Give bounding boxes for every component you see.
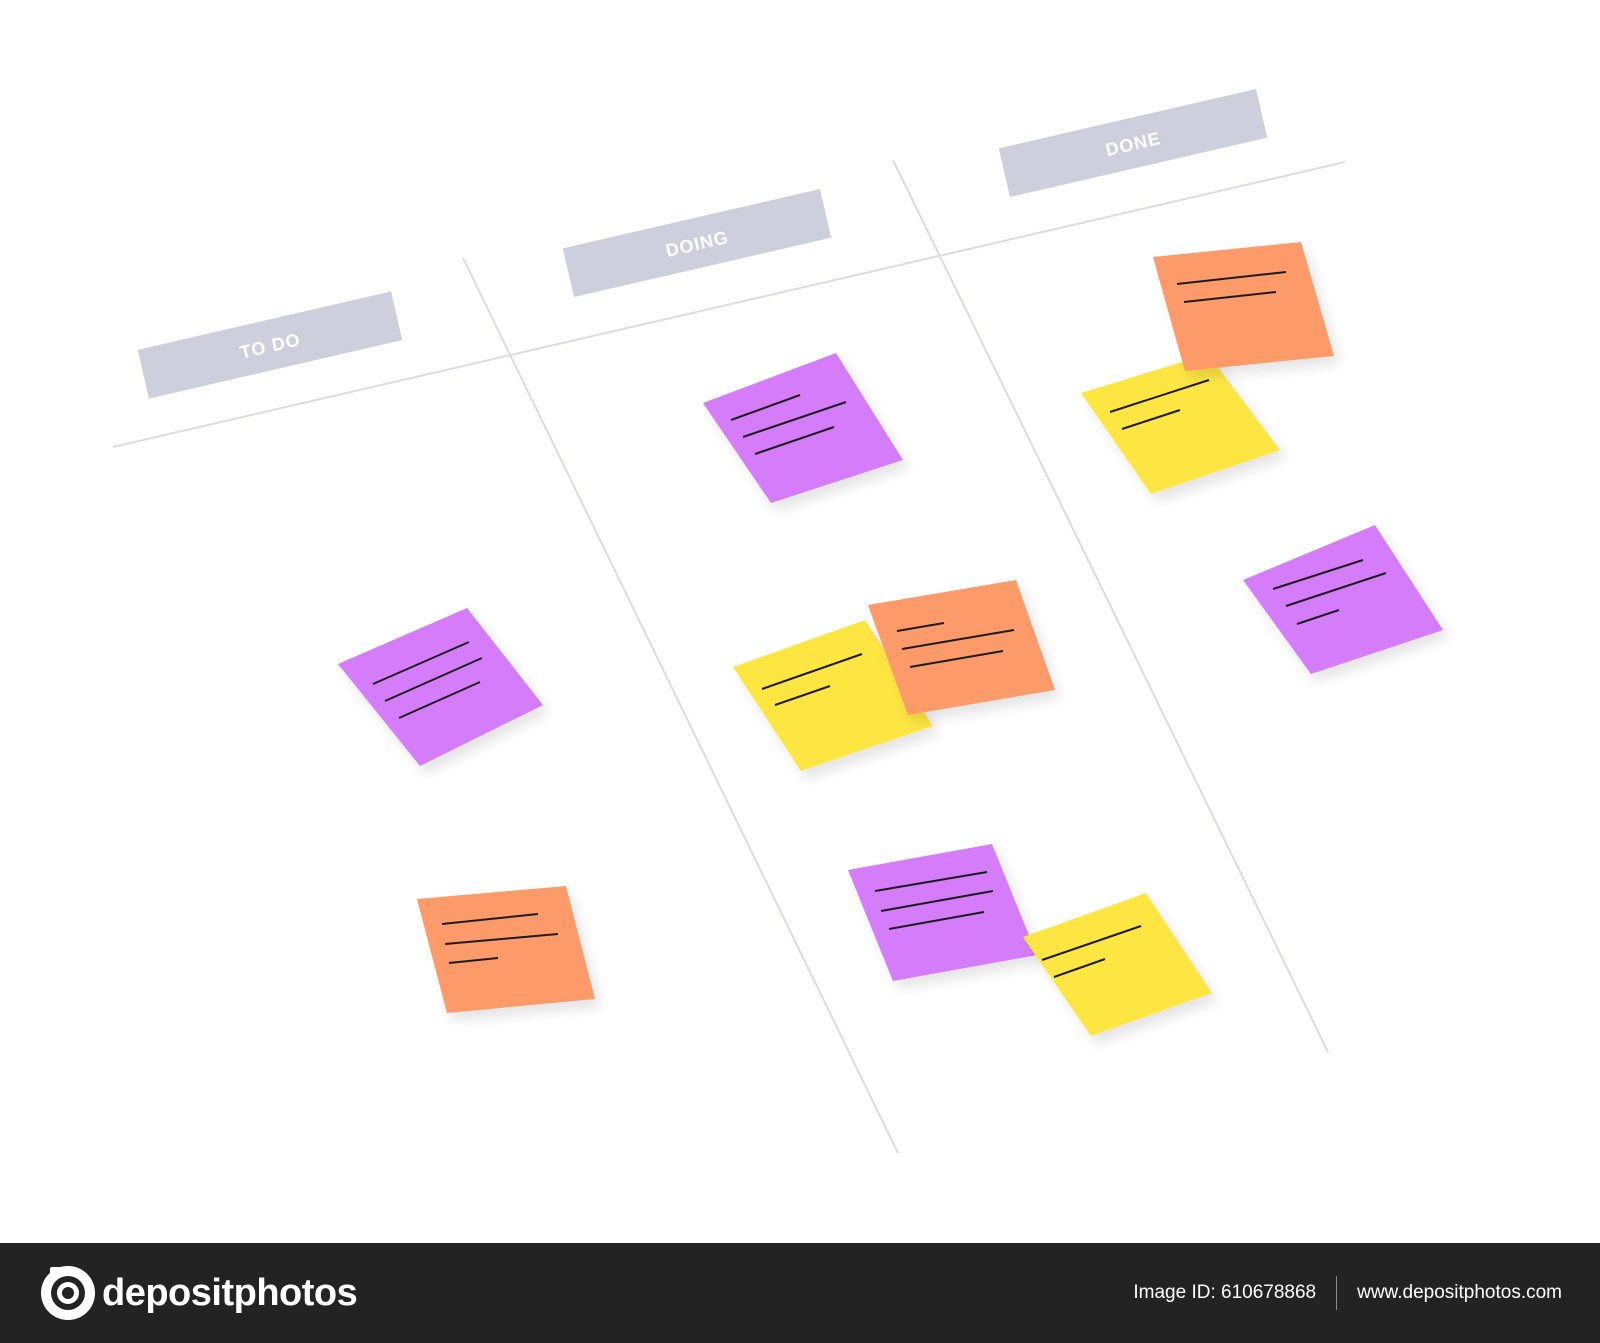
image-id: Image ID: 610678868 [1133, 1282, 1317, 1303]
sticky-note-purple[interactable] [1243, 525, 1443, 674]
brand-name: depositphotos [102, 1271, 358, 1314]
image-meta: Image ID: 610678868 www.depositphotos.co… [1133, 1273, 1562, 1313]
site-url[interactable]: www.depositphotos.com [1357, 1282, 1562, 1303]
sticky-note-orange[interactable] [417, 886, 595, 1013]
sticky-note-purple[interactable] [338, 608, 543, 766]
stock-footer-bar: depositphotos Image ID: 610678868 www.de… [0, 1243, 1600, 1343]
meta-divider [1336, 1276, 1338, 1310]
sticky-note-purple[interactable] [848, 844, 1037, 981]
column-header-doing[interactable]: DOING [562, 188, 832, 298]
sticky-note-yellow[interactable] [1023, 893, 1212, 1036]
column-header-done[interactable]: DONE [998, 88, 1268, 198]
sticky-note-orange[interactable] [868, 580, 1055, 715]
column-divider-right [892, 159, 1329, 1053]
board-canvas: TO DO DOING DONE [112, 88, 1443, 1154]
brand-logo[interactable]: depositphotos [40, 1265, 358, 1321]
sticky-note-purple[interactable] [703, 353, 903, 503]
sticky-note-yellow[interactable] [1081, 354, 1280, 494]
kanban-board: TO DO DOING DONE [112, 88, 1443, 1154]
sticky-note-orange[interactable] [1153, 242, 1334, 371]
column-divider-left [462, 257, 899, 1154]
column-header-todo[interactable]: TO DO [137, 291, 403, 399]
board-grid [112, 159, 1346, 1154]
header-divider-line [112, 161, 1346, 448]
sticky-note-yellow[interactable] [733, 620, 933, 771]
camera-aperture-icon [41, 1266, 95, 1320]
